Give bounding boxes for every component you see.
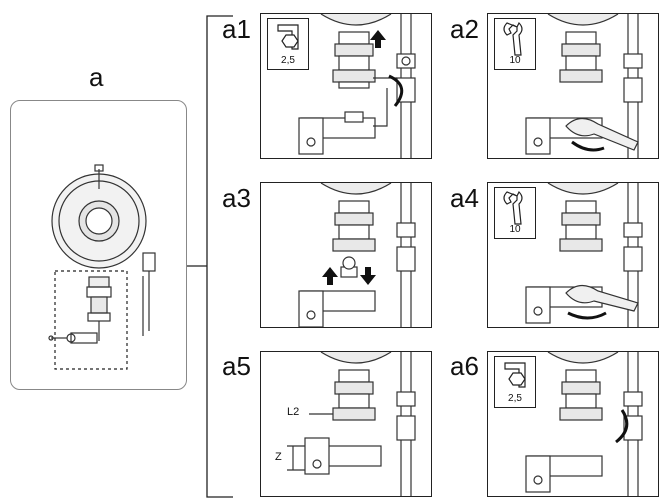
step-label-a4: a4 xyxy=(450,183,479,213)
step-label-a5: a5 xyxy=(222,351,251,381)
hex-key-tool: 2,5 xyxy=(267,18,309,70)
assembly-drawing xyxy=(525,14,643,158)
assembly-drawing xyxy=(287,352,416,496)
step-panel-a5: L2 Z xyxy=(260,351,432,497)
step-panel-a3 xyxy=(260,182,432,328)
arrow-up-icon xyxy=(322,267,338,285)
arrow-up-icon xyxy=(370,30,386,48)
step-panel-a1: 2,5 xyxy=(260,13,432,159)
hex-key-icon xyxy=(504,362,526,388)
step-panel-a2: 10 xyxy=(487,13,659,159)
step-label-a6: a6 xyxy=(450,351,479,381)
focus-dashed-box xyxy=(54,270,128,370)
hex-key-icon xyxy=(277,24,299,50)
rotate-arrow-icon xyxy=(615,409,629,444)
arrow-down-icon xyxy=(360,267,376,285)
assembly-drawing xyxy=(298,14,416,158)
overview-label: a xyxy=(89,62,104,92)
rotate-arrow-icon xyxy=(571,140,605,152)
step-label-a2: a2 xyxy=(450,14,479,44)
step-panel-a6: 2,5 xyxy=(487,351,659,497)
wrench-tool: 10 xyxy=(494,187,536,239)
callout-z: Z xyxy=(275,451,282,463)
tool-size: 2,5 xyxy=(508,393,522,404)
step-label-a1: a1 xyxy=(222,14,251,44)
wrench-icon xyxy=(503,21,523,56)
tool-size: 2,5 xyxy=(281,55,295,66)
wrench-tool: 10 xyxy=(494,18,536,70)
burner-overview-drawing xyxy=(48,164,156,370)
rotate-arrow-icon xyxy=(388,74,404,107)
step-panel-a4: 10 xyxy=(487,182,659,328)
tool-size: 10 xyxy=(509,224,521,235)
rotate-arrow-icon xyxy=(567,311,607,320)
burner-overview-frame xyxy=(10,100,187,390)
assembly-drawing xyxy=(525,352,643,496)
assembly-drawing xyxy=(298,183,416,327)
tool-size: 10 xyxy=(509,55,521,66)
wrench-icon xyxy=(503,190,523,225)
assembly-drawing xyxy=(525,183,643,327)
callout-l2: L2 xyxy=(287,406,300,418)
hex-key-tool: 2,5 xyxy=(494,356,536,408)
step-label-a3: a3 xyxy=(222,183,251,213)
